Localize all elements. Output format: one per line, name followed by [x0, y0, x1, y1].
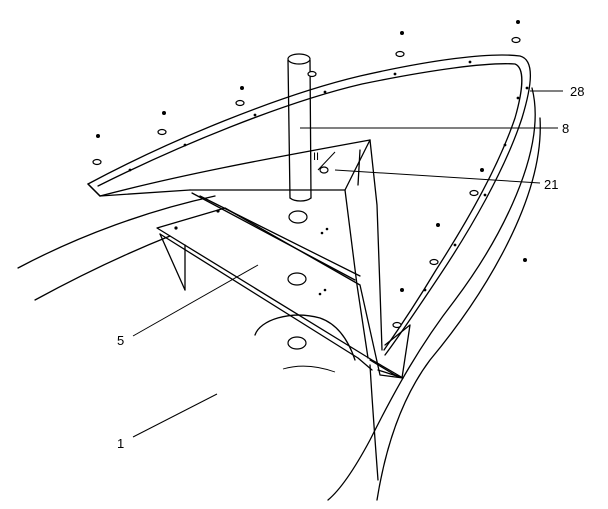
- boat-hull: [17, 87, 541, 501]
- callout-28: 28: [570, 84, 584, 99]
- brace-diagonal-front: [191, 192, 356, 281]
- brace-web: [357, 149, 361, 186]
- brace-vertical-left: [344, 189, 369, 359]
- brace-vertical-right: [369, 139, 383, 351]
- plate-rivet: [525, 86, 529, 90]
- fastener-hole: [469, 189, 479, 197]
- rim-rivet: [468, 60, 472, 64]
- triangular-brace: [189, 139, 383, 359]
- plate-rivet: [323, 288, 327, 292]
- support-plate-bow-tip: [369, 359, 404, 379]
- mast-tube-bottom: [289, 197, 312, 202]
- hull-port-gunwale-outer: [17, 195, 216, 269]
- fastener-hole: [392, 321, 402, 329]
- callout-5: 5: [117, 333, 124, 348]
- fastener-hole: [511, 36, 521, 44]
- mark-arrow: [317, 151, 336, 171]
- plate-rivet: [325, 227, 329, 231]
- mast-tube: [287, 53, 312, 350]
- mast-socket-3: [287, 336, 307, 350]
- callout-1: 1: [117, 436, 124, 451]
- screw-head: [516, 20, 520, 24]
- fasteners: [92, 20, 529, 329]
- mast-socket-2: [287, 272, 307, 286]
- fastener-hole: [395, 50, 405, 58]
- fastener-hole: [307, 70, 317, 78]
- deck-plate-tip: [87, 183, 101, 197]
- mast-tube-top: [287, 53, 311, 65]
- section-mark: II: [313, 151, 319, 163]
- rim-rivet: [183, 143, 187, 147]
- deck-plate: [87, 54, 531, 356]
- mast-socket-1: [288, 210, 308, 224]
- mast-tube-left: [287, 59, 291, 199]
- leader-lines: [132, 90, 563, 438]
- screw-head: [480, 168, 484, 172]
- fastener-hole: [429, 258, 439, 266]
- rim-rivet: [423, 288, 427, 292]
- fastener-hole: [235, 99, 245, 107]
- support-plate-leg-front: [159, 233, 186, 291]
- fastener-hole: [92, 158, 102, 166]
- deck-plate-side-edge: [99, 139, 371, 197]
- fastener-hole: [157, 128, 167, 136]
- brace-top-edge: [189, 139, 371, 191]
- leader-1: [132, 393, 218, 438]
- rim-rivet: [483, 193, 487, 197]
- plate-rivet: [318, 292, 322, 296]
- screw-head: [400, 31, 404, 35]
- hull-bow-stem: [369, 364, 379, 481]
- screw-head: [436, 223, 440, 227]
- support-plate-bracket: [384, 324, 411, 379]
- screw-head: [523, 258, 527, 262]
- support-plate-edge: [159, 233, 373, 371]
- rim-rivet: [503, 143, 507, 147]
- deck-plate-rim: [97, 63, 523, 351]
- hull-starboard-outer: [327, 87, 536, 501]
- mast-tube-right: [309, 59, 312, 199]
- hull-port-gunwale-inner: [34, 235, 171, 301]
- support-plate: [156, 207, 411, 379]
- screw-head: [240, 86, 244, 90]
- screw-head: [162, 111, 166, 115]
- rim-rivet: [128, 168, 132, 172]
- rim-rivet: [453, 243, 457, 247]
- support-plate-outline: [156, 207, 404, 379]
- hull-floor-shadow: [282, 365, 336, 373]
- deck-plate-outline: [87, 54, 531, 356]
- callout-8: 8: [562, 121, 569, 136]
- leader-5: [132, 264, 259, 337]
- rim-rivet: [516, 96, 520, 100]
- rim-rivet: [253, 113, 257, 117]
- hull-starboard-inner: [376, 117, 541, 501]
- callout-21: 21: [544, 177, 558, 192]
- screw-head: [400, 288, 404, 292]
- fastener-hole: [319, 166, 329, 174]
- rim-rivet: [323, 90, 327, 94]
- rim-rivet: [393, 72, 397, 76]
- screw-head: [96, 134, 100, 138]
- leader-21: [334, 169, 541, 184]
- plate-rivet: [216, 209, 220, 213]
- plate-rivet: [174, 226, 178, 230]
- hull-floor-hump: [254, 314, 356, 361]
- plate-rivet: [320, 231, 324, 235]
